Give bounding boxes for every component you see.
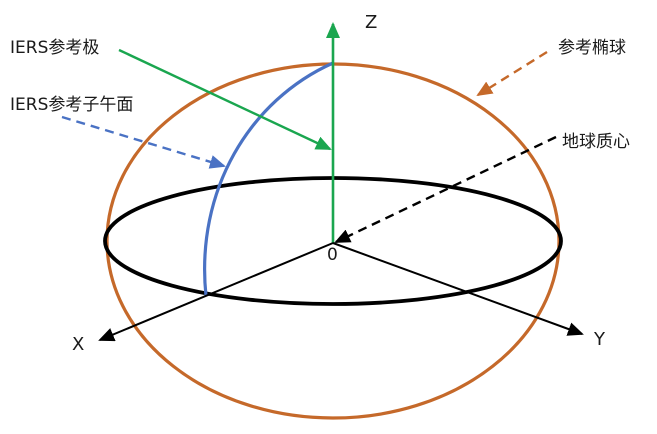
label-axis-y: Y: [594, 329, 605, 350]
label-reference-ellipsoid: 参考椭球: [558, 38, 626, 58]
iers-meridian-pointer: [61, 115, 226, 169]
ellipsoid-pointer: [476, 50, 548, 97]
label-axis-x: X: [72, 334, 85, 355]
x-axis: [98, 242, 334, 342]
label-origin: 0: [327, 245, 338, 265]
label-geocenter: 地球质心: [562, 132, 630, 152]
label-axis-z: Z: [365, 12, 378, 33]
geocenter-pointer: [334, 135, 557, 244]
iers-reference-meridian-arc: [203, 61, 334, 297]
label-iers-reference-meridian: IERS参考子午面: [10, 95, 134, 115]
y-axis: [332, 242, 584, 336]
iers-pole-pointer: [118, 48, 332, 151]
label-iers-reference-pole: IERS参考极: [10, 38, 100, 58]
